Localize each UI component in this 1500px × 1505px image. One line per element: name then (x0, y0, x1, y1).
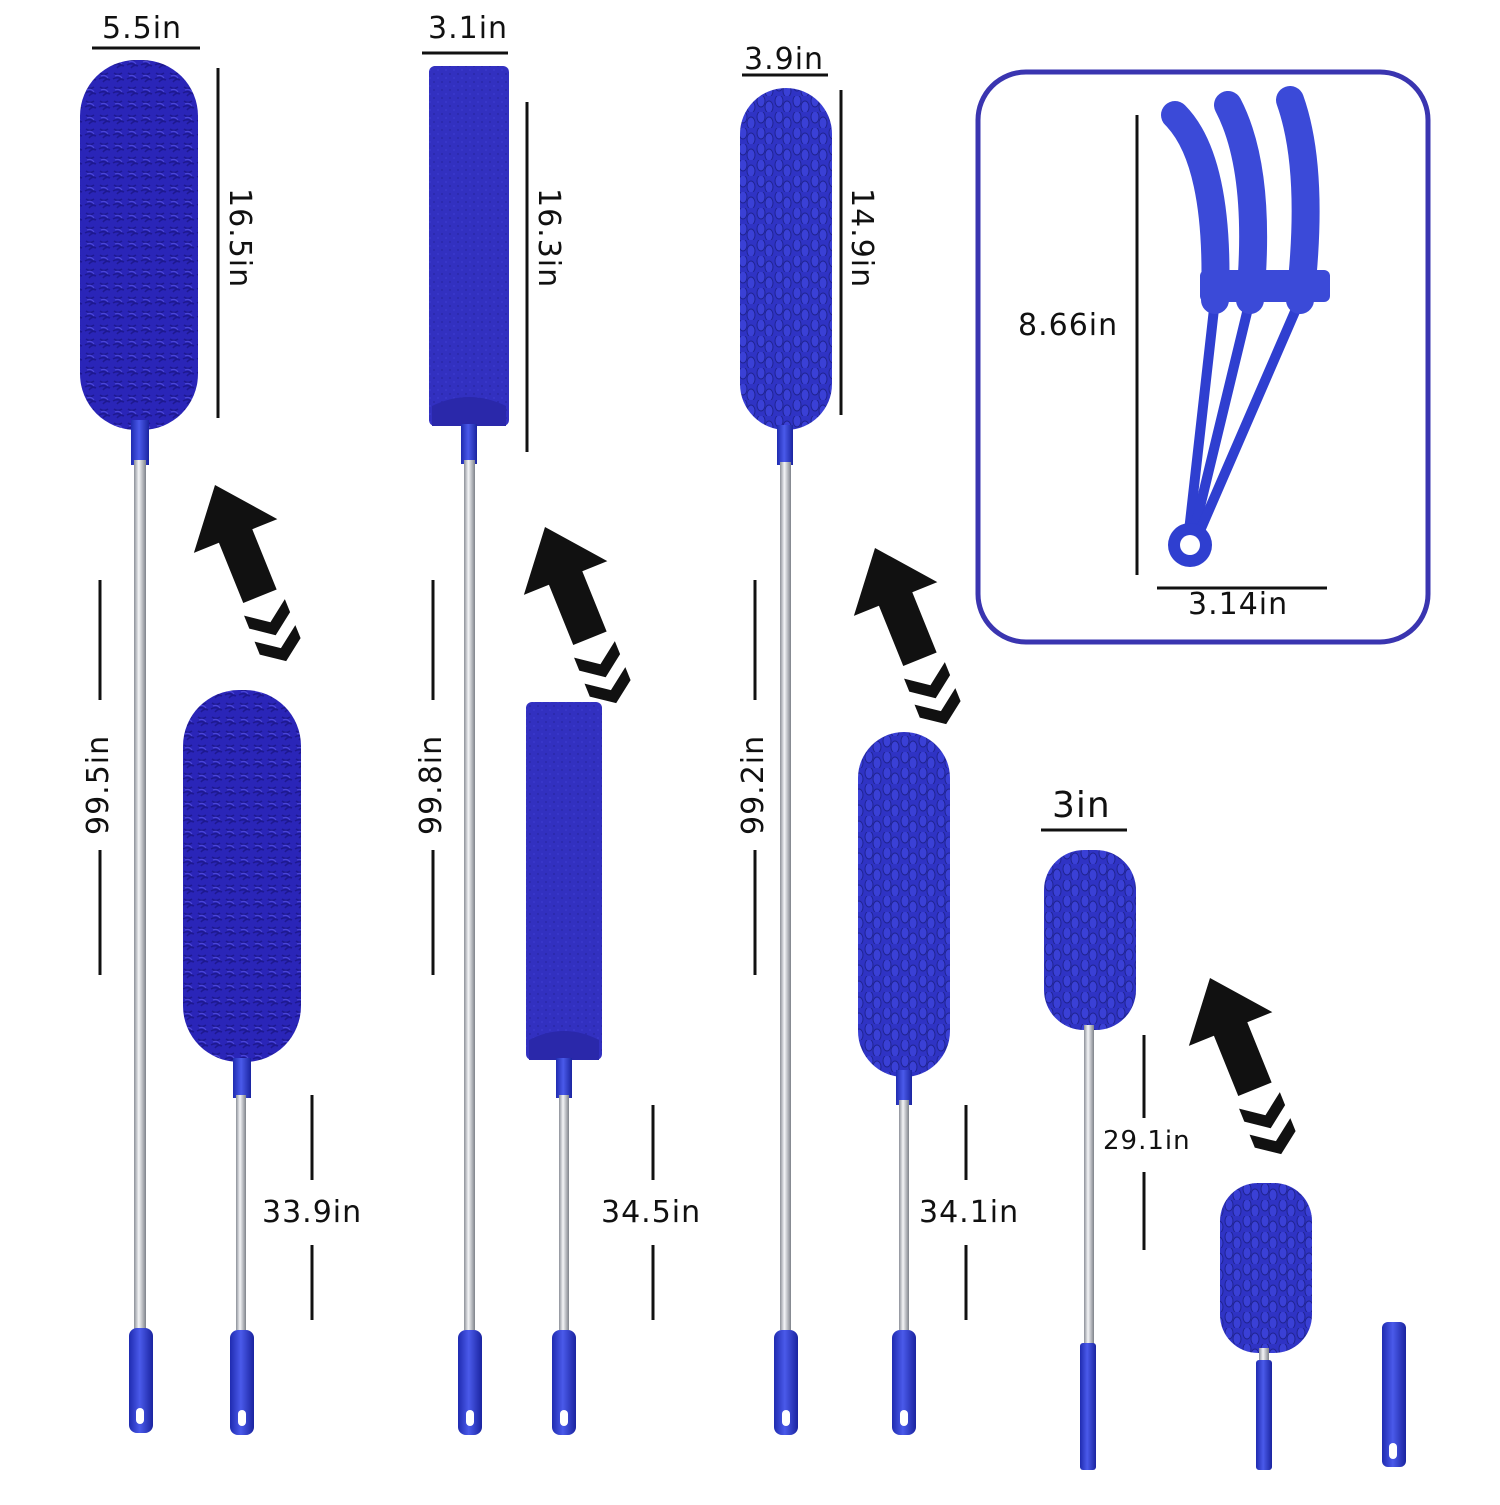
duster3-short-length-label: 34.1in (919, 1195, 1020, 1230)
blind-duster (1161, 86, 1320, 545)
long-flat-duster (429, 66, 509, 1435)
duster3-full-length-label: 99.2in (736, 734, 771, 835)
duster2-full-length-label: 99.8in (414, 734, 449, 835)
up-arrow-icon (523, 527, 631, 704)
duster4-width-label: 3in (1052, 785, 1111, 826)
short-flat-duster (526, 702, 602, 1435)
small-chenille-duster-extended (1044, 850, 1136, 1470)
duster4-length-label: 29.1in (1103, 1126, 1191, 1156)
short-chenille-duster (858, 732, 950, 1435)
duster2-short-length-label: 34.5in (601, 1195, 702, 1230)
up-arrow-icon (193, 485, 301, 662)
up-arrow-icon (853, 548, 961, 725)
up-arrow-icon (1188, 978, 1296, 1155)
duster3-head-length-label: 14.9in (844, 188, 879, 289)
duster1-width-label: 5.5in (102, 11, 183, 46)
duster2-width-label: 3.1in (428, 11, 509, 46)
blind-duster-width-label: 3.14in (1188, 587, 1289, 622)
small-chenille-duster-compact (1220, 1183, 1312, 1470)
detached-handle (1382, 1322, 1406, 1467)
long-microfiber-duster (80, 60, 198, 1433)
duster3-width-label: 3.9in (744, 42, 825, 77)
duster1-full-length-label: 99.5in (81, 734, 116, 835)
dimension-lines (92, 46, 1146, 1320)
duster1-head-length-label: 16.5in (222, 188, 257, 289)
duster1-short-length-label: 33.9in (262, 1195, 363, 1230)
blind-duster-inset (975, 69, 1431, 645)
blind-duster-height-label: 8.66in (1018, 308, 1119, 343)
short-microfiber-duster (183, 690, 301, 1435)
duster2-head-length-label: 16.3in (531, 188, 566, 289)
long-chenille-duster (740, 88, 832, 1435)
